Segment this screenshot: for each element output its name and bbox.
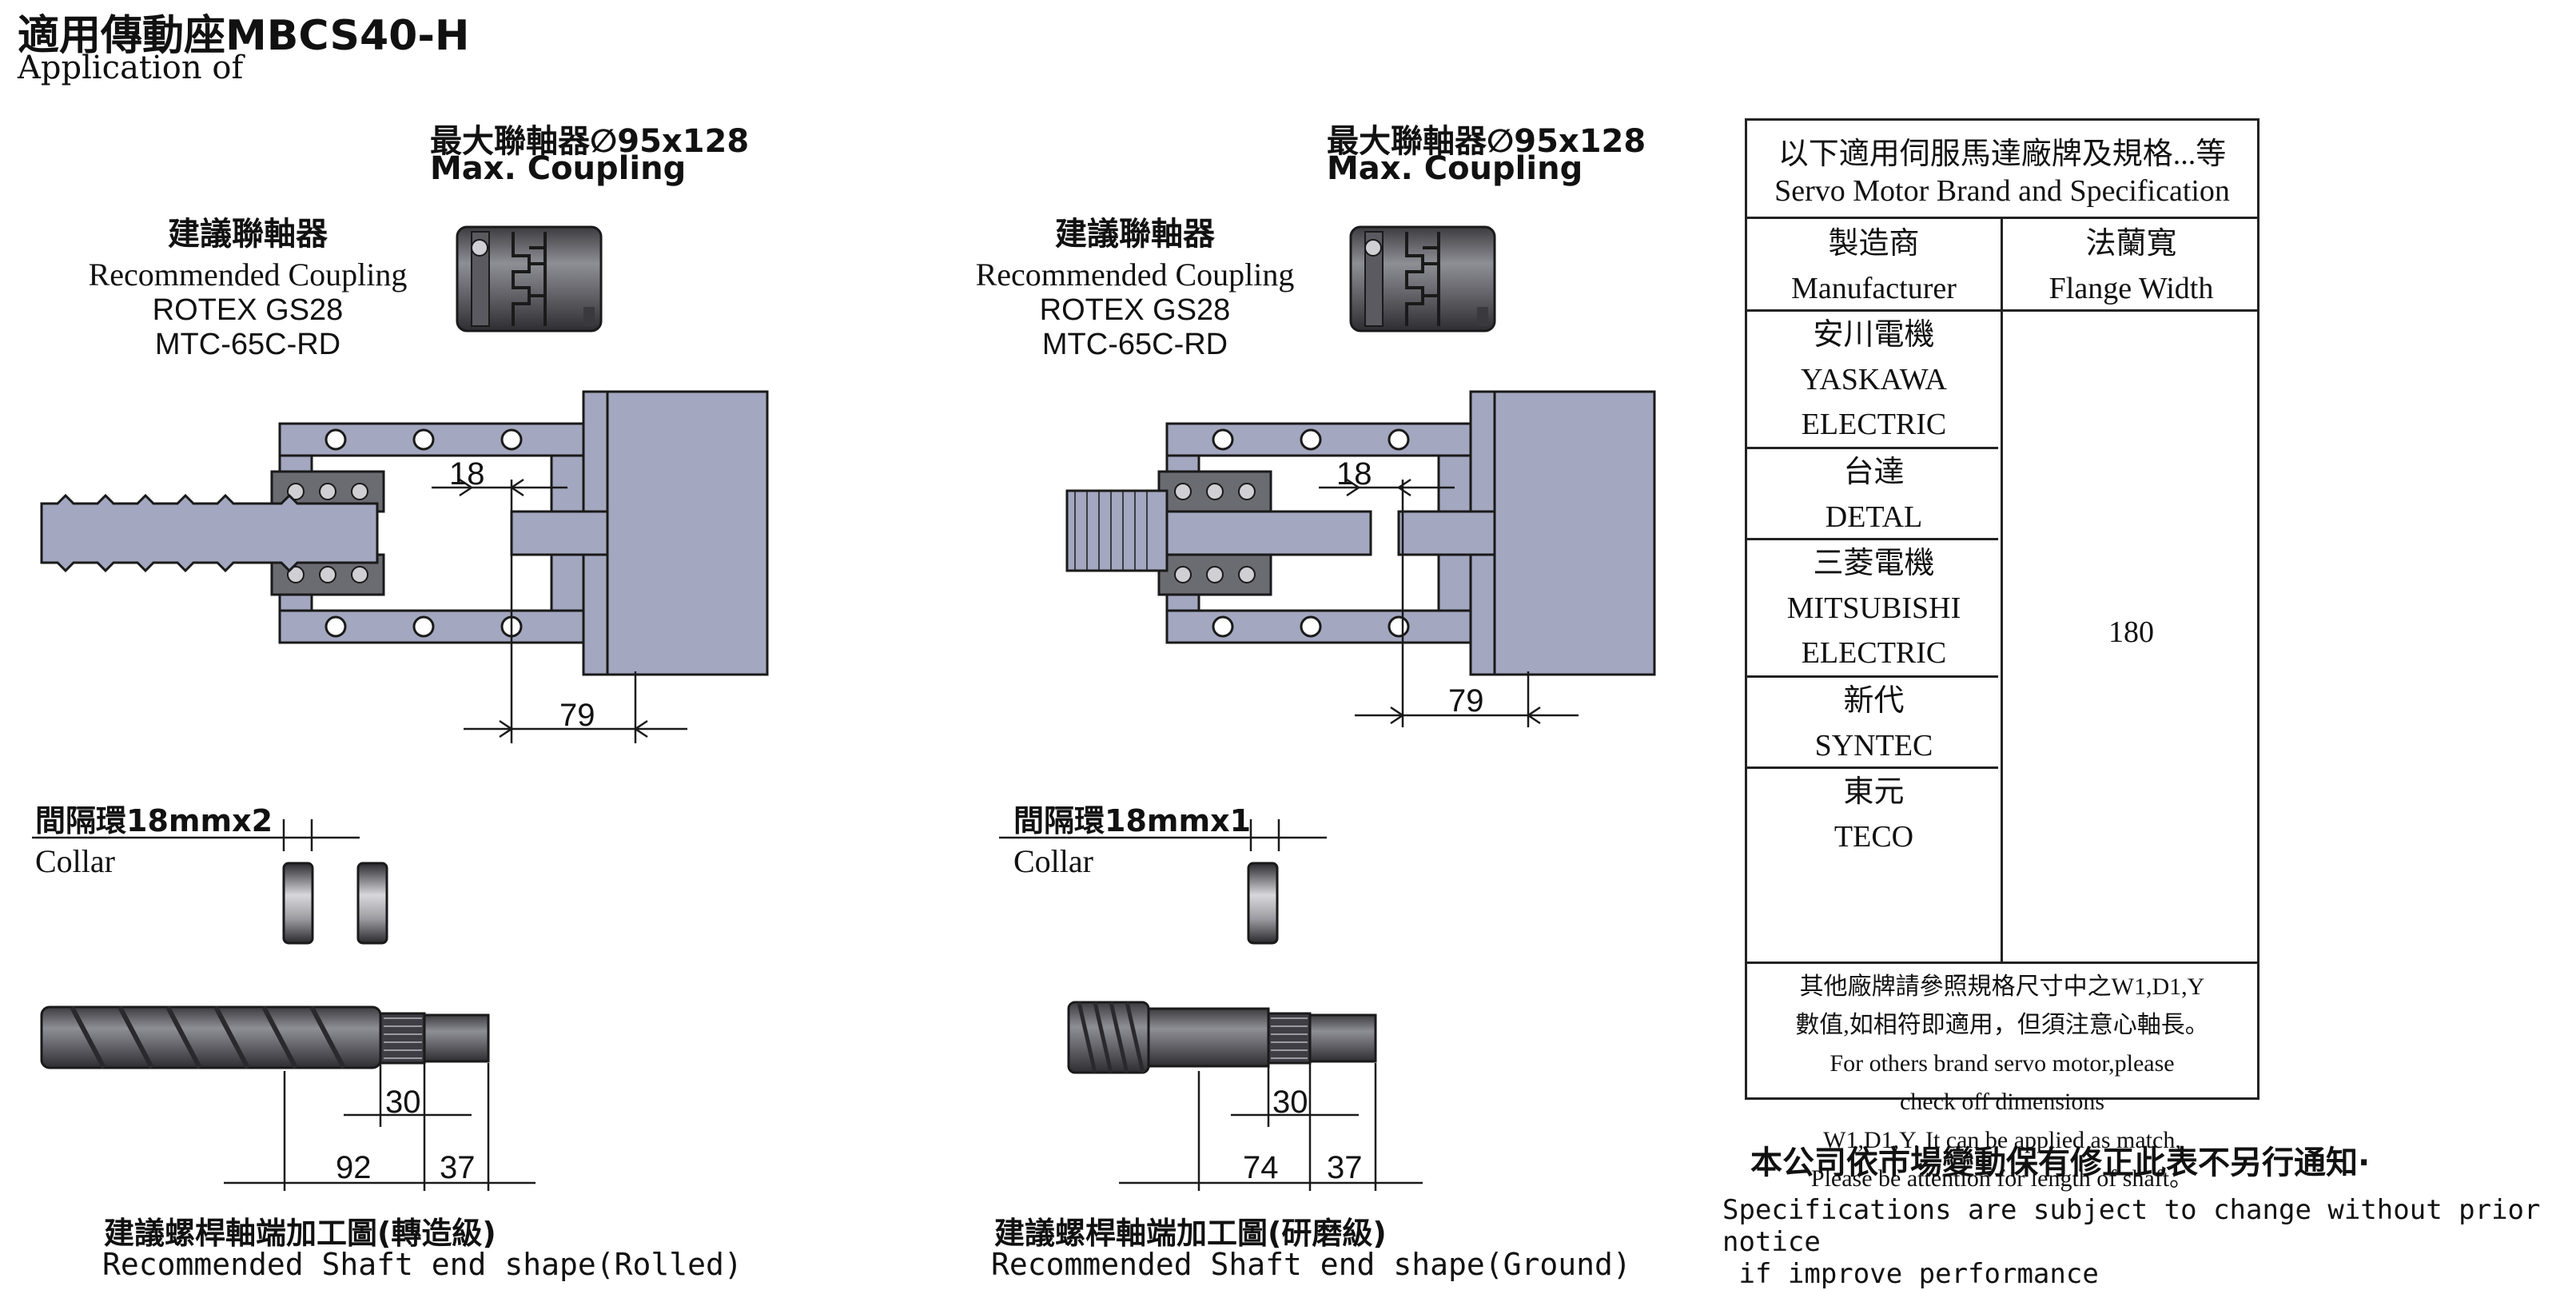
- collar-ring-1b: [356, 862, 388, 945]
- note-line-6: Please be attention for length of shaft。: [1810, 1165, 2194, 1192]
- shaft-dim-a-2: 30: [1272, 1085, 1308, 1120]
- maker-3-en1: MITSUBISHI: [1786, 591, 1961, 625]
- recommended-coupling-2: 建議聯軸器 Recommended Coupling ROTEX GS28 MT…: [951, 208, 1319, 362]
- rec-coupling-zh-1: 建議聯軸器: [168, 216, 328, 253]
- servo-spec-table: 以下適用伺服馬達廠牌及規格...等 Servo Motor Brand and …: [1745, 118, 2259, 1192]
- coupling-image-1: [456, 225, 603, 332]
- dimensions-1: [432, 478, 687, 743]
- maker-row-3: 三菱電機 MITSUBISHI ELECTRIC: [1747, 541, 2001, 675]
- maker-2-en1: DETAL: [1825, 500, 1923, 534]
- shaft-end-2: [1067, 1001, 1377, 1074]
- maker-4-zh: 新代: [1843, 684, 1905, 718]
- shaft-caption-en-2: Recommended Shaft end shape(Ground): [991, 1247, 1631, 1282]
- maker-1-en2: ELECTRIC: [1801, 408, 1947, 441]
- rec-coupling-en-1: Recommended Coupling: [88, 257, 408, 293]
- maker-3-zh: 三菱電機: [1813, 547, 1935, 580]
- shaft-caption-zh-2: 建議螺桿軸端加工圖(研磨級): [994, 1216, 1387, 1251]
- shaft-dim-b-1: 92: [336, 1150, 372, 1185]
- notice-zh: 本公司依市場變動保有修正此表不另行通知·: [1750, 1145, 2371, 1181]
- shaft-dim-c-1: 37: [440, 1150, 476, 1185]
- col-flange-en: Flange Width: [2048, 272, 2214, 305]
- notice-en-line-2: if improve performance: [1722, 1258, 2099, 1290]
- shaft-caption-zh-1: 建議螺桿軸端加工圖(轉造級): [104, 1216, 496, 1251]
- shaft-dim-c-2: 37: [1327, 1150, 1363, 1185]
- assembly-section-2: [1065, 390, 1656, 676]
- collar-dimension-2: [999, 819, 1327, 851]
- maker-row-2: 台達 DETAL: [1747, 450, 2001, 539]
- maker-3-en2: ELECTRIC: [1801, 636, 1947, 670]
- notice-en-line-1: Specifications are subject to change wit…: [1722, 1194, 2541, 1258]
- spec-header-en: Servo Motor Brand and Specification: [1774, 174, 2230, 208]
- dim-gap-1: 18: [449, 456, 485, 492]
- note-line-5: W1,D1,Y. It can be applied as match,: [1823, 1127, 2181, 1153]
- assembly-section-1: [40, 390, 769, 676]
- dimensions-2: [1319, 478, 1579, 727]
- recommended-coupling-1: 建議聯軸器 Recommended Coupling ROTEX GS28 MT…: [64, 208, 432, 362]
- shaft-dimensions-1: [224, 1063, 536, 1191]
- col-manufacturer-en: Manufacturer: [1791, 272, 1957, 305]
- flange-width-value: 180: [2108, 615, 2154, 649]
- collar-ring-1a: [282, 862, 314, 945]
- maker-5-zh: 東元: [1843, 775, 1905, 809]
- dim-gap-2: 18: [1336, 456, 1372, 492]
- note-line-1: 其他廠牌請參照規格尺寸中之W1,D1,Y: [1799, 973, 2205, 1000]
- note-line-2: 數值,如相符即適用，但須注意心軸長。: [1795, 1012, 2209, 1038]
- collar-label-en-1: Collar: [35, 843, 115, 879]
- note-line-4: check off dimensions: [1899, 1089, 2105, 1115]
- rec-coupling-model-2b: MTC-65C-RD: [1041, 328, 1228, 361]
- rec-coupling-model-1b: MTC-65C-RD: [154, 328, 341, 361]
- notice-en: Specifications are subject to change wit…: [1722, 1194, 2576, 1290]
- note-line-3: For others brand servo motor,please: [1829, 1050, 2175, 1077]
- shaft-end-1: [40, 1005, 490, 1069]
- rec-coupling-en-2: Recommended Coupling: [975, 257, 1295, 293]
- coupling-image-2: [1349, 225, 1496, 332]
- shaft-dimensions-2: [1119, 1063, 1423, 1191]
- col-flange-zh: 法蘭寬: [2085, 227, 2177, 261]
- shaft-caption-en-1: Recommended Shaft end shape(Rolled): [102, 1247, 743, 1282]
- maker-5-en1: TECO: [1833, 820, 1914, 854]
- rec-coupling-zh-2: 建議聯軸器: [1055, 216, 1215, 253]
- shaft-dim-a-1: 30: [385, 1085, 421, 1120]
- maker-row-1: 安川電機 YASKAWA ELECTRIC: [1747, 313, 2001, 447]
- page-subtitle: Application of: [18, 50, 244, 86]
- max-coupling-label-zh-2: 最大聯軸器∅95x128: [1327, 123, 1646, 160]
- dim-depth-1: 79: [559, 698, 595, 733]
- maker-row-5: 東元 TECO: [1747, 770, 2001, 859]
- maker-1-en1: YASKAWA: [1801, 363, 1947, 396]
- collar-ring-2: [1247, 862, 1279, 945]
- shaft-dim-b-2: 74: [1243, 1150, 1279, 1185]
- rec-coupling-model-2a: ROTEX GS28: [1039, 293, 1231, 327]
- spec-note: 其他廠牌請參照規格尺寸中之W1,D1,Y 數值,如相符即適用，但須注意心軸長。 …: [1747, 968, 2257, 1198]
- dim-depth-2: 79: [1448, 683, 1484, 719]
- collar-label-en-2: Collar: [1013, 843, 1093, 879]
- collar-dimension-1: [32, 819, 360, 851]
- maker-1-zh: 安川電機: [1813, 318, 1935, 352]
- max-coupling-label-en-1: Max. Coupling: [430, 150, 687, 187]
- page-title: 適用傳動座MBCS40-H: [18, 12, 470, 60]
- maker-row-4: 新代 SYNTEC: [1747, 679, 2001, 768]
- maker-4-en1: SYNTEC: [1814, 729, 1933, 762]
- spec-header-zh: 以下適用伺服馬達廠牌及規格...等: [1778, 137, 2227, 171]
- maker-2-zh: 台達: [1843, 456, 1905, 489]
- col-manufacturer-zh: 製造商: [1828, 227, 1920, 261]
- max-coupling-label-en-2: Max. Coupling: [1327, 150, 1583, 187]
- collar-label-zh-2: 間隔環18mmx1: [1013, 803, 1252, 838]
- collar-label-zh-1: 間隔環18mmx2: [35, 803, 273, 838]
- max-coupling-label-zh-1: 最大聯軸器∅95x128: [430, 123, 750, 160]
- rec-coupling-model-1a: ROTEX GS28: [152, 293, 344, 327]
